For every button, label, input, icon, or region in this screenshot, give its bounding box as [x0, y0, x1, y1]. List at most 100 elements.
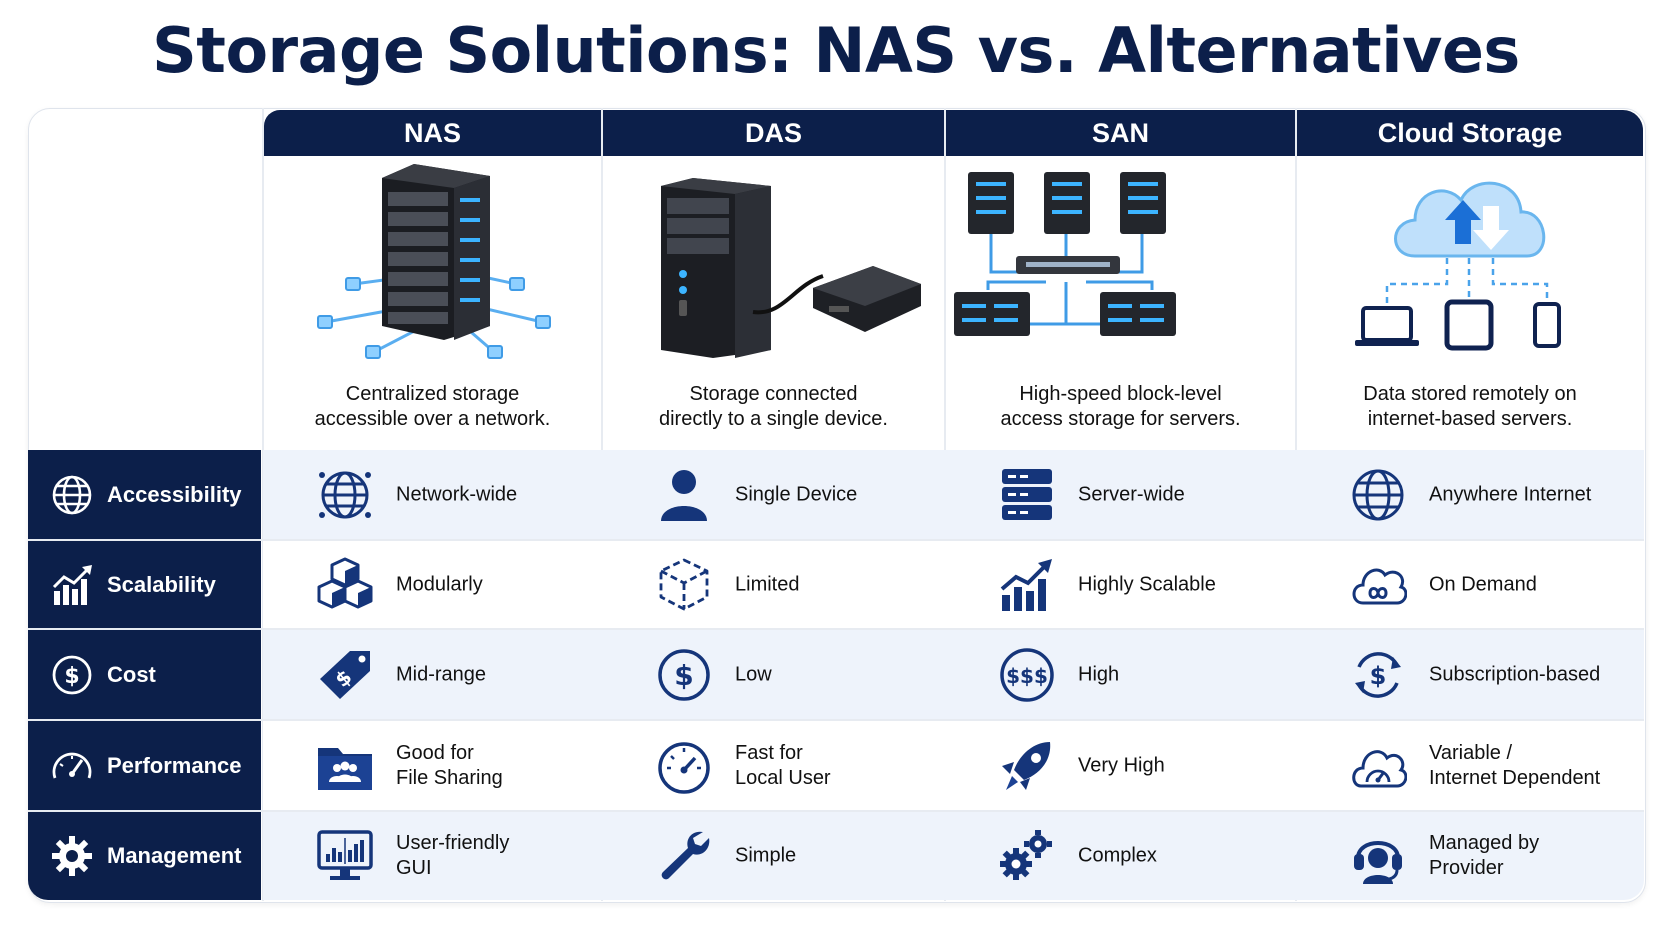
cell-text: Limited	[735, 573, 800, 595]
svg-text:$: $	[64, 664, 79, 689]
nas-description: Centralized storage accessible over a ne…	[314, 383, 551, 430]
row-label-text: Management	[107, 843, 242, 868]
cell-nas-accessibility: Network-wide	[264, 450, 601, 539]
row-divider	[28, 628, 1644, 630]
das-tower-drive-icon	[661, 178, 921, 358]
cell-text: Managed by Provider	[1429, 832, 1540, 879]
price-tag-icon: $	[320, 650, 370, 699]
dollar-circle-icon: $	[658, 648, 710, 701]
cell-cloud-cost: $ Subscription-based	[1297, 630, 1643, 719]
cell-text: Complex	[1078, 844, 1157, 867]
cell-das-management: Simple	[603, 812, 944, 900]
row-performance-bg	[263, 721, 1644, 810]
cell-san-scalability: Highly Scalable	[946, 541, 1295, 628]
row-label-management: Management	[28, 812, 261, 900]
gears-icon	[1000, 830, 1052, 880]
cell-cloud-management: Managed by Provider	[1297, 812, 1643, 900]
growth-chart-icon	[1000, 558, 1052, 611]
cell-san-cost: $$$ High	[946, 630, 1295, 719]
row-divider	[28, 539, 1644, 541]
cell-text: Fast for Local User	[735, 741, 831, 789]
column-header-nas: NAS	[264, 110, 601, 156]
row-label-scalability: Scalability	[28, 541, 261, 628]
shared-folder-icon	[318, 747, 372, 790]
row-divider	[28, 719, 1644, 721]
row-divider	[28, 810, 1644, 812]
monitor-dashboard-icon	[317, 830, 373, 880]
cell-das-scalability: Limited	[603, 541, 944, 628]
cell-nas-performance: Good for File Sharing	[264, 721, 601, 810]
cell-text: Mid-range	[396, 663, 487, 685]
cell-text: Server-wide	[1078, 483, 1185, 505]
svg-text:$: $	[1370, 662, 1387, 690]
cell-text: On Demand	[1429, 573, 1537, 595]
row-cost-bg	[263, 630, 1644, 719]
cloud-infinity-icon	[1352, 568, 1407, 604]
globe-icon	[52, 475, 92, 514]
cloud-devices-icon	[1355, 181, 1561, 351]
cell-text: Subscription-based	[1429, 663, 1601, 685]
cell-san-performance: Very High	[946, 721, 1295, 810]
san-network-icon	[954, 172, 1176, 336]
san-illustration-cell: High-speed block-level access storage fo…	[946, 156, 1295, 450]
svg-text:$$$: $$$	[1006, 664, 1048, 688]
rocket-icon	[1002, 741, 1051, 790]
cell-cloud-scalability: On Demand	[1297, 541, 1643, 628]
cell-nas-management: User-friendly GUI	[264, 812, 601, 900]
cloud-description: Data stored remotely on internet-based s…	[1363, 383, 1577, 430]
column-header-das: DAS	[603, 110, 944, 156]
cell-nas-cost: $ Mid-range	[264, 630, 601, 719]
das-illustration-cell: Storage connected directly to a single d…	[603, 156, 944, 450]
headset-icon	[1354, 841, 1402, 884]
cell-san-management: Complex	[946, 812, 1295, 900]
row-label-text: Accessibility	[107, 481, 242, 507]
cell-text: Low	[735, 663, 772, 685]
cell-text: Variable / Internet Dependent	[1429, 741, 1601, 789]
server-stack-icon	[1002, 468, 1052, 520]
cell-text: Good for File Sharing	[396, 741, 503, 789]
cell-text: Network-wide	[396, 483, 518, 505]
cell-san-accessibility: Server-wide	[946, 450, 1295, 539]
cell-text: Anywhere Internet	[1429, 483, 1592, 505]
wrench-icon	[661, 831, 710, 880]
cell-das-cost: $ Low	[603, 630, 944, 719]
stopwatch-icon	[658, 741, 710, 794]
column-header-cloud: Cloud Storage	[1297, 110, 1643, 156]
cell-das-performance: Fast for Local User	[603, 721, 944, 810]
row-scalability-bg	[263, 541, 1644, 628]
row-label-cost: $ Cost	[28, 630, 261, 719]
row-label-accessibility: Accessibility	[28, 450, 261, 539]
cell-cloud-accessibility: Anywhere Internet	[1297, 450, 1643, 539]
globe-icon	[1352, 469, 1404, 520]
dashed-cube-icon	[659, 558, 709, 610]
globe-network-icon	[319, 471, 371, 518]
cloud-gauge-icon	[1352, 749, 1407, 787]
recurring-dollar-icon: $	[1355, 651, 1401, 698]
cell-cloud-performance: Variable / Internet Dependent	[1297, 721, 1643, 810]
row-label-text: Performance	[107, 752, 242, 778]
cell-text: Modularly	[396, 573, 483, 595]
growth-chart-icon	[52, 564, 92, 605]
nas-server-network-icon	[317, 164, 551, 359]
cell-text: Single Device	[735, 483, 858, 505]
cell-text: Very High	[1078, 754, 1165, 776]
cell-nas-scalability: Modularly	[264, 541, 601, 628]
cubes-icon	[317, 557, 373, 608]
san-description: High-speed block-level access storage fo…	[1000, 383, 1241, 430]
svg-text:$: $	[674, 659, 693, 692]
cell-text: Highly Scalable	[1078, 573, 1216, 595]
cell-das-accessibility: Single Device	[603, 450, 944, 539]
cell-text: User-friendly GUI	[396, 832, 510, 879]
triple-dollar-icon: $$$	[1000, 647, 1054, 702]
cell-text: High	[1078, 663, 1120, 685]
row-label-text: Cost	[107, 661, 156, 687]
row-label-text: Scalability	[107, 571, 216, 597]
row-label-performance: Performance	[28, 721, 261, 810]
gear-icon	[52, 836, 92, 876]
das-description: Storage connected directly to a single d…	[658, 383, 888, 430]
dollar-circle-icon: $	[52, 655, 92, 694]
column-header-san: SAN	[946, 110, 1295, 156]
page-title: Storage Solutions: NAS vs. Alternatives	[152, 14, 1520, 87]
cell-text: Simple	[735, 844, 797, 867]
row-management-bg	[263, 812, 1644, 900]
